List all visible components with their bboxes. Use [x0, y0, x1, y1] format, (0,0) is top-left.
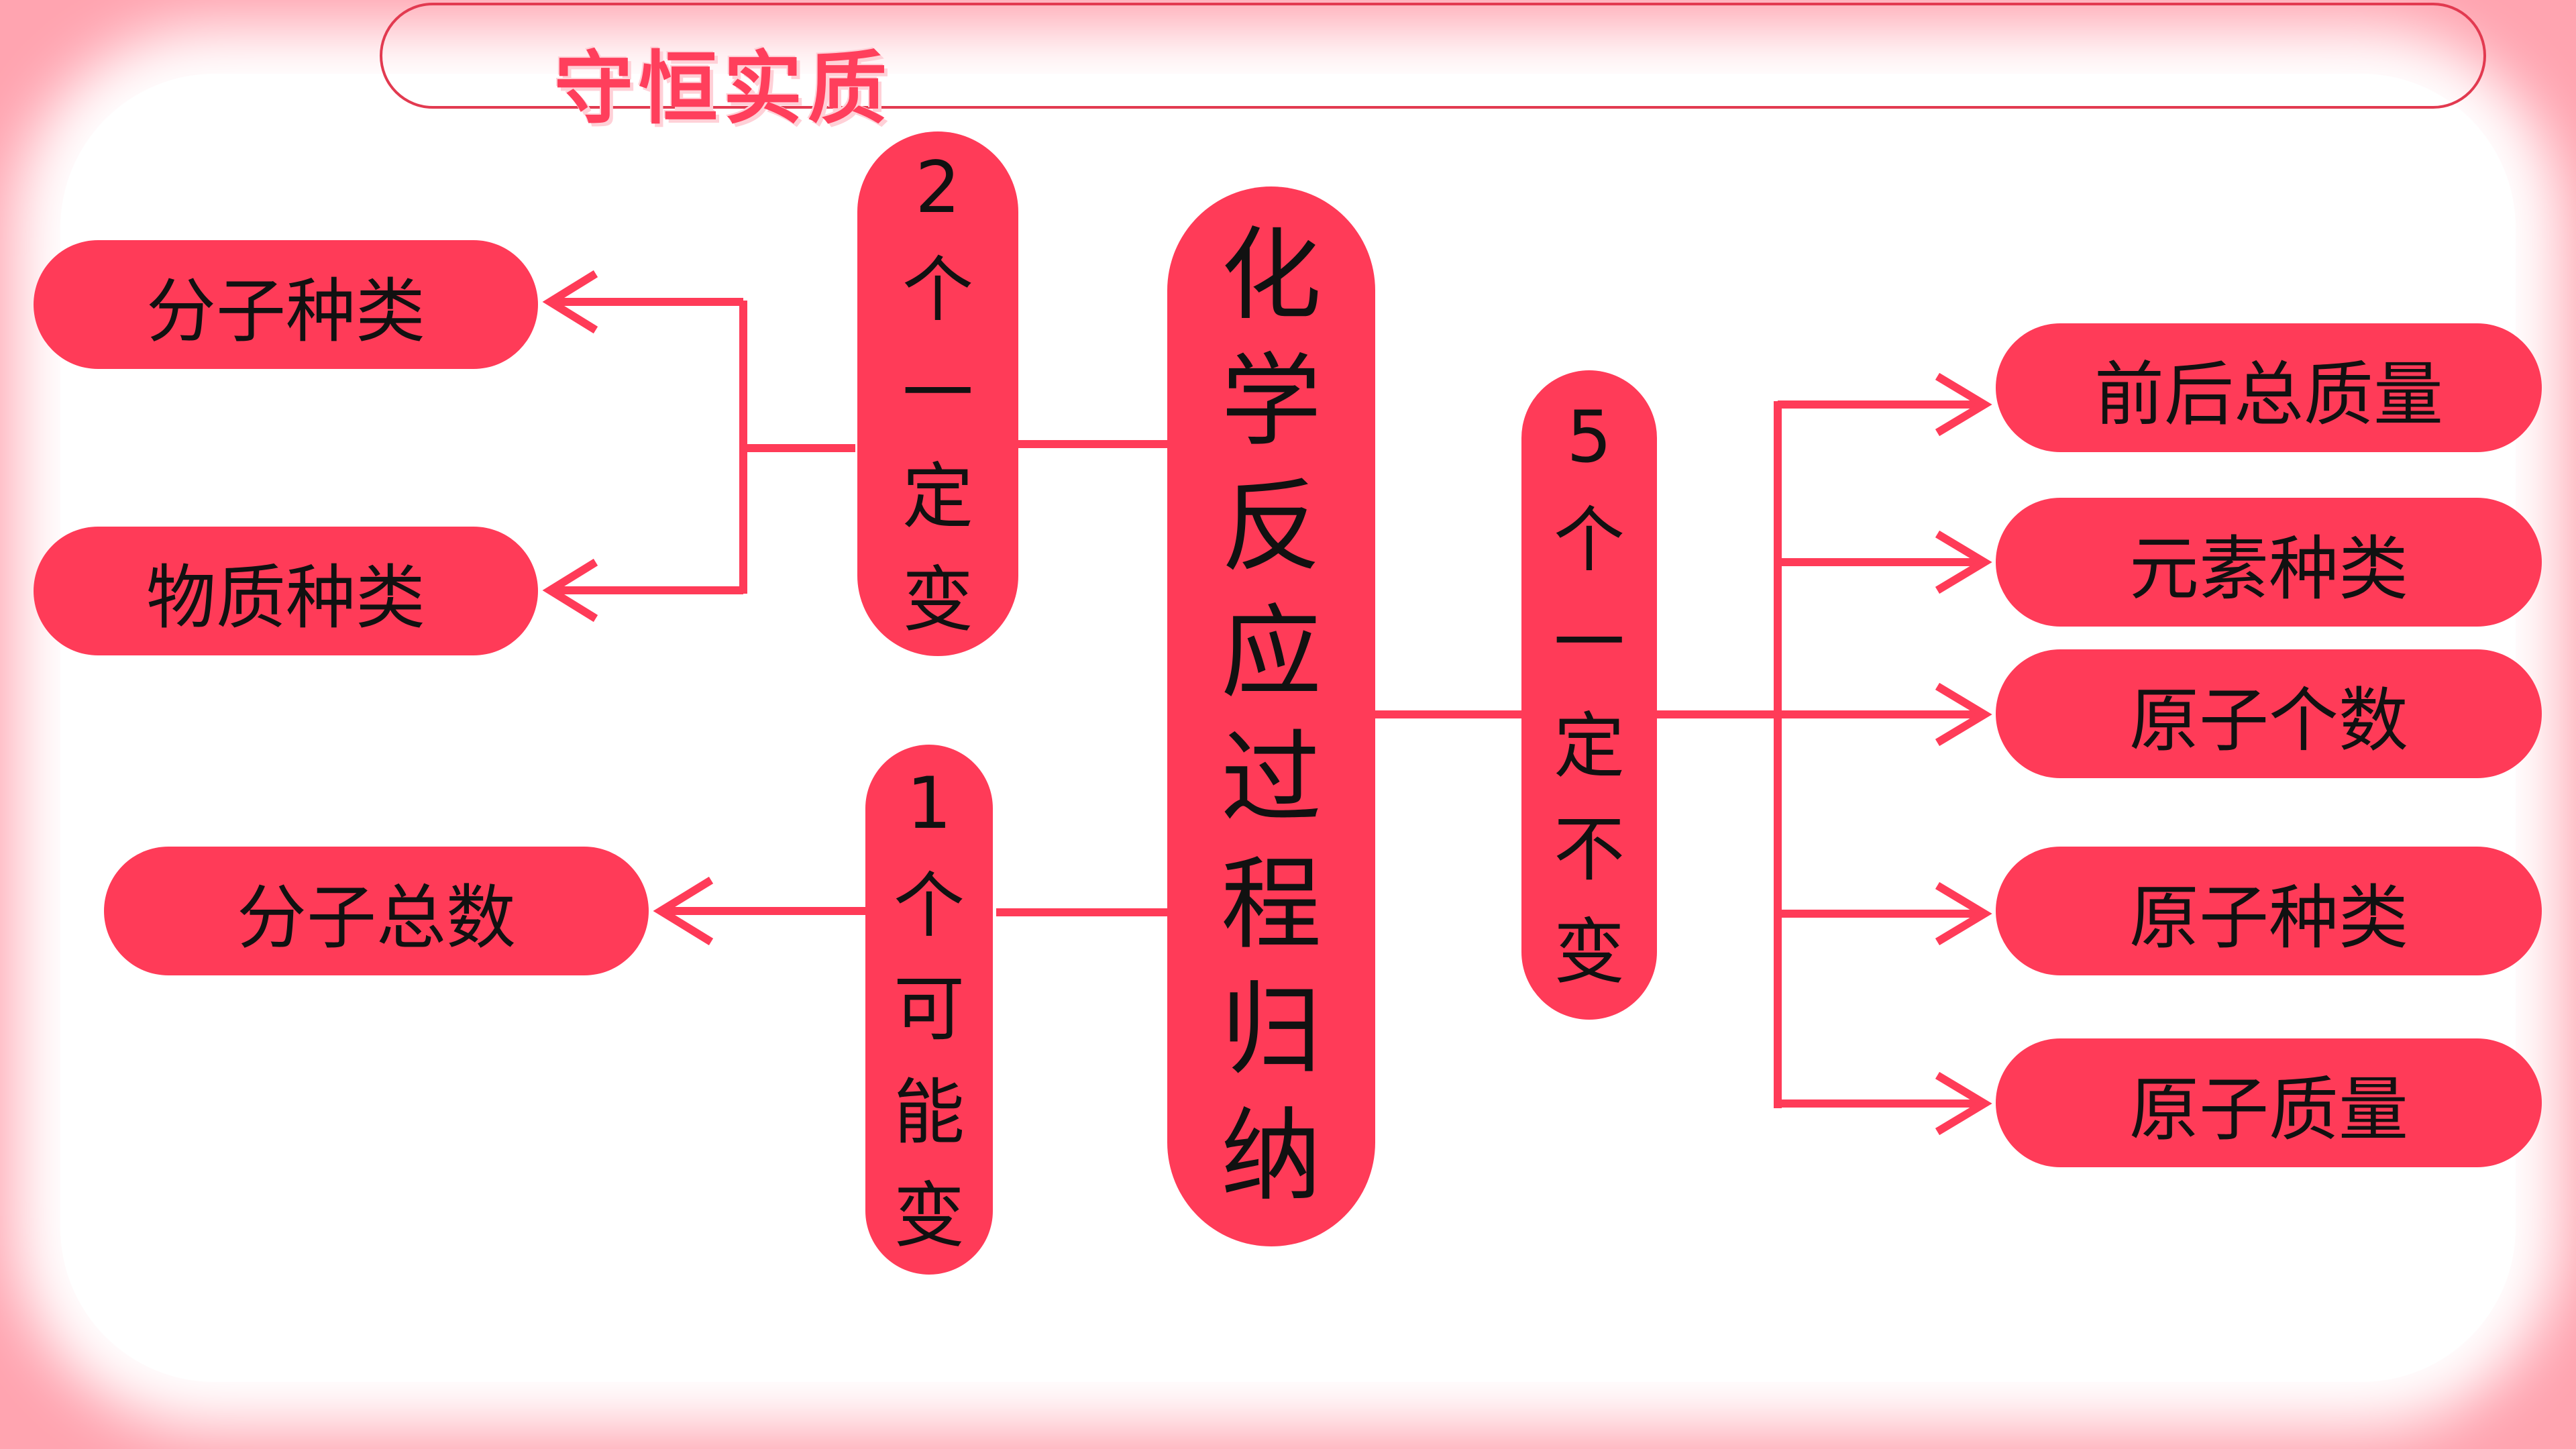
item-total-mass: 前后总质量 — [1996, 323, 2542, 452]
vertical-char: 一 — [902, 352, 973, 435]
vertical-char: 过 — [1220, 720, 1322, 837]
vertical-char: 化 — [1220, 217, 1322, 334]
vertical-char: 定 — [1554, 705, 1625, 788]
arrowhead-1 — [653, 876, 714, 946]
vertical-char: 个 — [902, 249, 973, 332]
center-node: 化学反应过程归纳 — [1167, 186, 1375, 1246]
item-label: 元素种类 — [2129, 527, 2408, 610]
vertical-char: 定 — [902, 455, 973, 538]
vertical-char: 变 — [902, 558, 973, 641]
vertical-char: 2 — [915, 146, 961, 229]
item-label: 物质种类 — [146, 556, 425, 639]
vertical-char: 程 — [1220, 846, 1322, 963]
item-atom-count: 原子个数 — [1996, 649, 2542, 778]
item-molecule-count: 分子总数 — [104, 847, 649, 975]
item-label: 原子个数 — [2129, 679, 2408, 761]
title-banner — [380, 3, 2486, 109]
vertical-char: 个 — [1554, 498, 1625, 582]
arrowhead-5-3 — [1935, 682, 1992, 747]
vertical-char: 5 — [1566, 395, 1612, 478]
node-five-unchanged: 5 个一定不变 — [1521, 370, 1657, 1020]
vertical-char: 个 — [894, 865, 965, 948]
item-label: 分子种类 — [146, 270, 425, 352]
vertical-char: 应 — [1220, 594, 1322, 712]
vertical-char: 变 — [1554, 911, 1625, 994]
vertical-char: 可 — [894, 968, 965, 1051]
item-substance-type: 物质种类 — [34, 527, 538, 655]
node-one-may-change: 1 个可能变 — [865, 745, 993, 1275]
vertical-char: 归 — [1220, 972, 1322, 1089]
vertical-char: 纳 — [1220, 1097, 1322, 1215]
item-label: 原子质量 — [2129, 1068, 2408, 1150]
arrowhead-5-2 — [1935, 530, 1992, 594]
vertical-char: 1 — [906, 761, 952, 845]
arrowhead-2-top — [542, 270, 598, 334]
item-atom-mass: 原子质量 — [1996, 1038, 2542, 1167]
item-label: 原子种类 — [2129, 876, 2408, 959]
arrowhead-5-5 — [1935, 1071, 1992, 1136]
vertical-char: 学 — [1220, 343, 1322, 460]
vertical-char: 变 — [894, 1174, 965, 1257]
item-element-type: 元素种类 — [1996, 498, 2542, 627]
vertical-char: 能 — [894, 1071, 965, 1154]
vertical-char: 不 — [1554, 808, 1625, 891]
arrowhead-5-4 — [1935, 881, 1992, 946]
item-label: 前后总质量 — [2094, 353, 2443, 435]
item-label: 分子总数 — [236, 876, 516, 959]
node-two-certain-change: 2 个一定变 — [857, 131, 1018, 656]
vertical-char: 一 — [1554, 602, 1625, 685]
page-title: 守恒实质 — [554, 42, 893, 135]
item-atom-type: 原子种类 — [1996, 847, 2542, 975]
arrowhead-2-bottom — [542, 558, 598, 623]
item-molecule-type: 分子种类 — [34, 240, 538, 369]
vertical-char: 反 — [1220, 469, 1322, 586]
arrowhead-5-1 — [1935, 372, 1992, 437]
